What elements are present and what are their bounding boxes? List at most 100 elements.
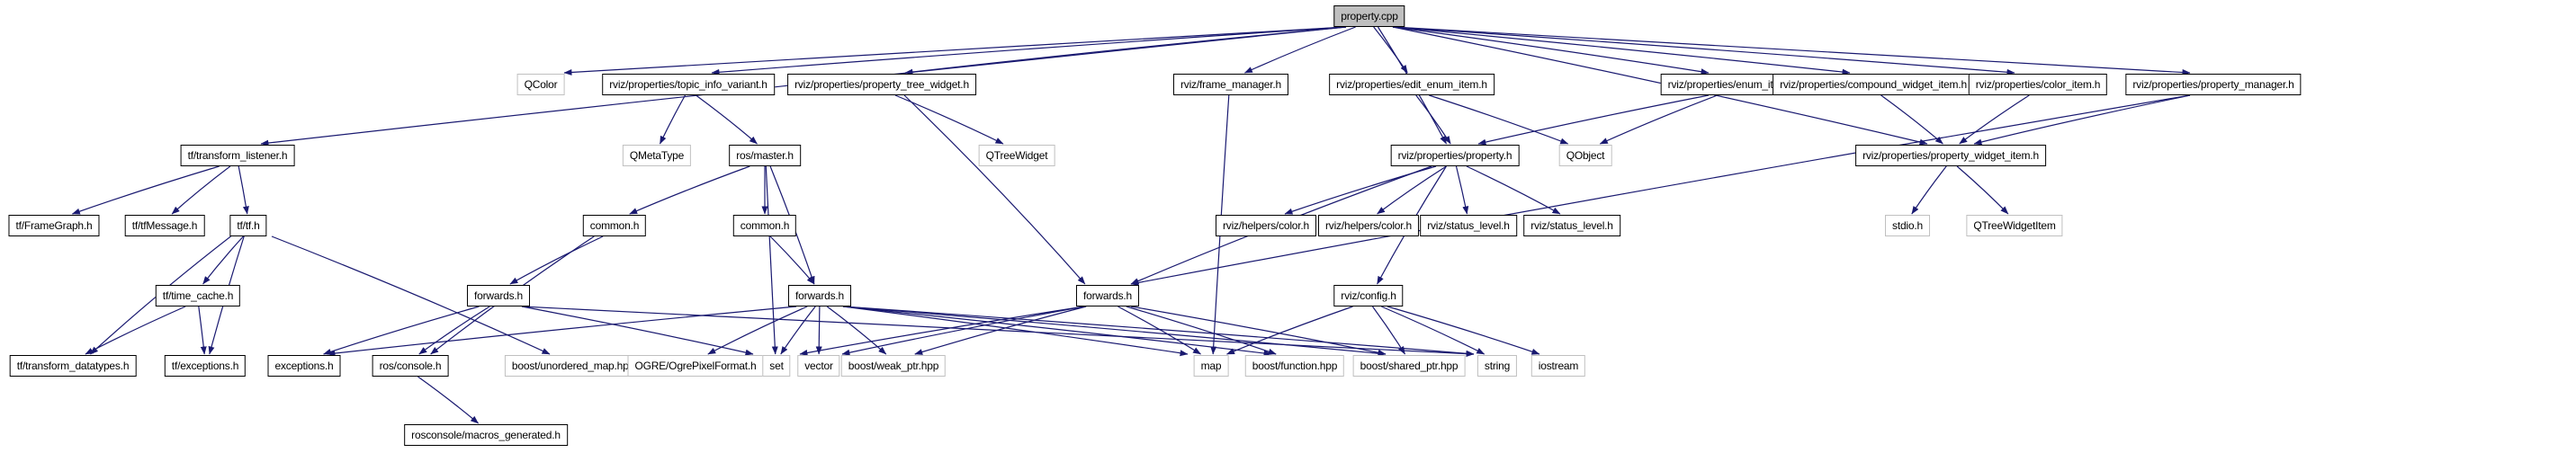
edge-tlistener-to-frame_graph [71,165,220,215]
edge-config_h-to-iostream [1387,306,1540,355]
edge-color_item-to-pwi [1959,94,2030,145]
edge-forwards1-to-exceptions_ros [323,306,480,355]
edge-root-to-qcolor [563,26,1347,76]
edge-enum_item-to-qobject [1599,94,1718,145]
node-ptw[interactable]: rviz/properties/property_tree_widget.h [787,74,976,95]
node-tf-exceptions[interactable]: tf/exceptions.h [164,355,247,377]
edge-prop_h-to-color2 [1377,165,1447,215]
edge-root-to-topic_info [711,26,1347,76]
node-transform-datatypes[interactable]: tf/transform_datatypes.h [9,355,137,377]
node-config-h[interactable]: rviz/config.h [1333,285,1404,306]
node-qcolor: QColor [516,74,565,95]
edge-root-to-frame_manager [1243,26,1356,74]
edge-forwards2-to-exceptions_ros [327,306,797,357]
edge-ptw-to-forwards3 [903,94,1086,285]
edge-ros_master-to-set [765,165,778,355]
node-common1[interactable]: common.h [582,215,647,236]
edge-prop_manager-to-pwi [1973,94,2191,146]
node-prop-h[interactable]: rviz/properties/property.h [1390,145,1520,166]
edge-time_cache-to-transform_datatypes [85,306,186,355]
node-frame-graph[interactable]: tf/FrameGraph.h [8,215,100,236]
node-set: set [762,355,791,377]
edge-forwards3-to-weak_ptr [914,306,1087,355]
edge-forwards1-to-console [418,306,490,355]
edge-common2-to-forwards2 [769,235,815,285]
node-function: boost/function.hpp [1244,355,1345,377]
node-ogre-pixel: OGRE/OgrePixelFormat.h [627,355,764,377]
edge-prop_h-to-status2 [1466,165,1561,215]
edge-root-to-color_item [1392,26,2015,76]
edge-tlistener-to-tf_h [238,165,249,215]
edge-forwards3-to-shared_ptr [1130,306,1387,356]
node-pwi[interactable]: rviz/properties/property_widget_item.h [1855,145,2046,166]
edge-root-to-edit_enum [1373,26,1408,74]
edge-forwards3-to-set [799,306,1085,356]
edge-ptw-to-qtreewidget [894,94,1004,145]
node-stdio: stdio.h [1885,215,1930,236]
edge-config_h-to-map [1226,306,1353,355]
node-qtreewidget: QTreeWidget [978,145,1055,166]
edge-prop_h-to-status1 [1455,165,1469,215]
node-prop-manager[interactable]: rviz/properties/property_manager.h [2125,74,2302,95]
edge-forwards2-to-function [842,306,1272,357]
node-edit-enum[interactable]: rviz/properties/edit_enum_item.h [1329,74,1494,95]
node-qobject: QObject [1558,145,1612,166]
edge-forwards2-to-ogre_pixel [707,306,808,355]
node-vector: vector [797,355,840,377]
node-compound[interactable]: rviz/properties/compound_widget_item.h [1773,74,1974,95]
node-ros-master[interactable]: ros/master.h [729,145,801,166]
edge-prop_manager-to-forwards3 [1130,94,2191,286]
node-frame-manager[interactable]: rviz/frame_manager.h [1172,74,1289,95]
edge-ros_master-to-common1 [629,165,750,215]
node-common2[interactable]: common.h [732,215,797,236]
node-status1[interactable]: rviz/status_level.h [1420,215,1517,236]
edge-root-to-enum_item [1392,26,1710,76]
edge-console-to-macros [417,376,479,424]
node-weak-ptr: boost/weak_ptr.hpp [840,355,947,377]
edge-tlistener-to-tf_message [171,165,231,215]
edge-config_h-to-string [1381,306,1485,355]
node-forwards2[interactable]: forwards.h [787,285,852,306]
node-color2[interactable]: rviz/helpers/color.h [1317,215,1420,236]
node-tf-message[interactable]: tf/tfMessage.h [124,215,205,236]
edge-common1-to-forwards1 [509,235,604,285]
node-unordered-map: boost/unordered_map.hpp [504,355,642,377]
node-shared-ptr: boost/shared_ptr.hpp [1352,355,1466,377]
node-color1[interactable]: rviz/helpers/color.h [1215,215,1317,236]
edge-edit_enum-to-prop_h [1415,94,1451,145]
edge-forwards2-to-shared_ptr [842,306,1387,357]
edge-edit_enum-to-qobject [1429,94,1569,145]
edge-enum_item-to-prop_h [1477,94,1710,146]
node-iostream: iostream [1530,355,1586,377]
node-exceptions-ros[interactable]: exceptions.h [267,355,341,377]
edge-time_cache-to-tf_exceptions [198,306,207,355]
edge-forwards3-to-function [1126,306,1277,355]
edge-forwards1-to-set [521,306,754,356]
node-status2[interactable]: rviz/status_level.h [1523,215,1620,236]
edge-forwards3-to-map [1117,306,1201,355]
node-tf-h[interactable]: tf/tf.h [229,215,267,236]
edge-tf_h-to-unordered_map [271,235,551,355]
edge-forwards2-to-vector [815,306,822,355]
node-string: string [1476,355,1518,377]
edge-topic_info-to-qmetatype [659,94,687,145]
node-topic-info[interactable]: rviz/properties/topic_info_variant.h [602,74,775,95]
edge-forwards2-to-set [780,306,816,355]
node-console[interactable]: ros/console.h [372,355,449,377]
edge-root-to-compound [1392,26,1851,76]
edge-tf_h-to-time_cache [202,235,244,285]
node-tlistener[interactable]: tf/transform_listener.h [180,145,295,166]
edge-pwi-to-qtreewidgetitem [1956,165,2009,215]
node-macros[interactable]: rosconsole/macros_generated.h [404,424,568,446]
node-forwards3[interactable]: forwards.h [1075,285,1140,306]
node-time-cache[interactable]: tf/time_cache.h [155,285,241,306]
node-forwards1[interactable]: forwards.h [466,285,531,306]
edge-pwi-to-stdio [1911,165,1947,215]
node-qmetatype: QMetaType [622,145,692,166]
node-qtreewidgetitem: QTreeWidgetItem [1966,215,2063,236]
node-color-item[interactable]: rviz/properties/color_item.h [1968,74,2108,95]
edge-config_h-to-shared_ptr [1372,306,1406,355]
edge-forwards2-to-map [842,306,1189,357]
